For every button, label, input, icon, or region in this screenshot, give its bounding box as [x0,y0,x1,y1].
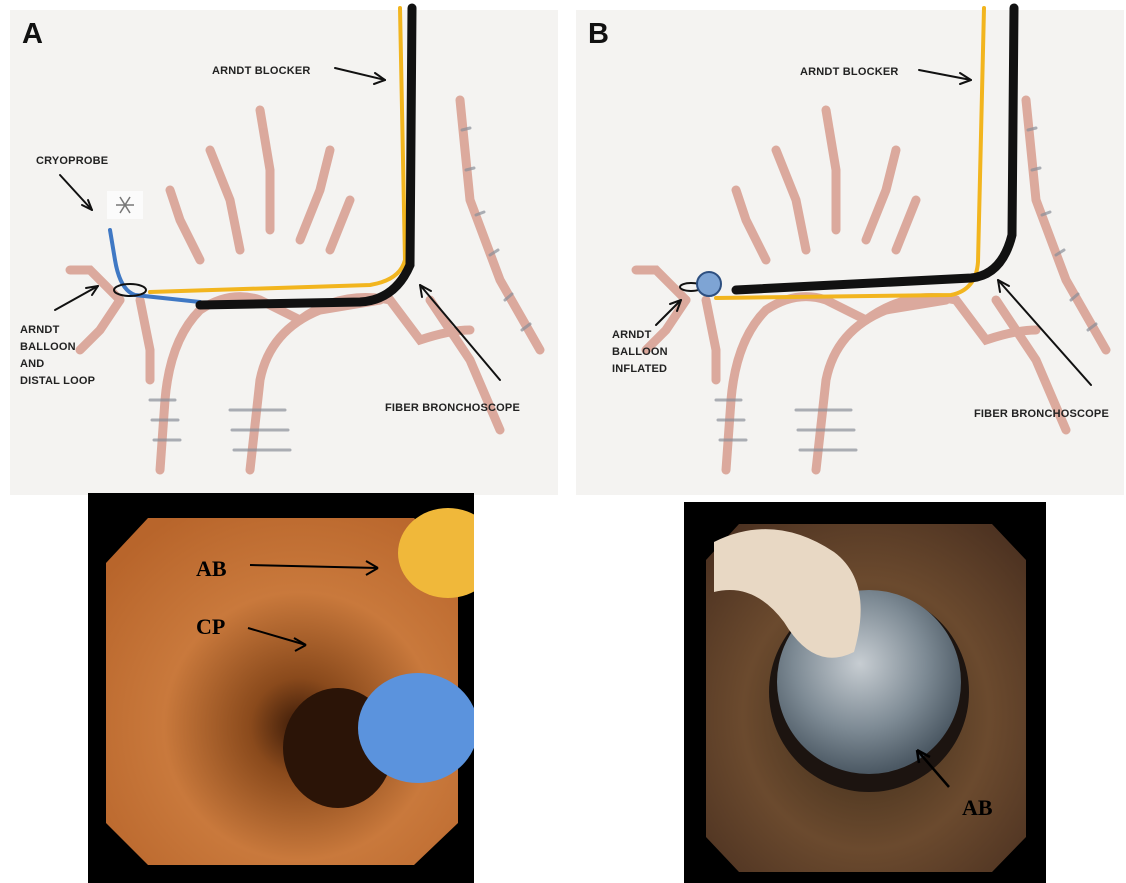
balloon-label-line1: ARNDT [20,322,60,339]
arndt-blocker-line [150,8,405,292]
balloon-label-line1: ARNDT [612,327,652,344]
cryoprobe-label: CRYOPROBE [36,153,108,170]
balloon-label-line3: AND [20,356,44,373]
cryoprobe-tip [358,673,474,783]
panel-a: A ARNDT BLOCKER CRYOPROBE ARNDT BALLOON … [0,0,560,883]
endoscopic-image-b [684,502,1046,883]
balloon-label-line3: INFLATED [612,361,667,378]
fiber-bronchoscope-line [200,8,412,305]
balloon-label-line2: BALLOON [20,339,76,356]
endoscopic-image-a [88,493,474,883]
fiber-bronchoscope-label: FIBER BRONCHOSCOPE [385,400,520,417]
balloon-label-line4: DISTAL LOOP [20,373,95,390]
fiber-bronchoscope-label: FIBER BRONCHOSCOPE [974,406,1109,423]
panel-letter: B [588,18,609,51]
snowflake-icon [107,191,143,219]
balloon-label-line2: BALLOON [612,344,668,361]
ab-label: AB [962,795,993,821]
inflated-balloon [697,272,721,296]
cp-label: CP [196,614,225,640]
panel-b: B ARNDT BLOCKER ARNDT BALLOON INFLATED F… [566,0,1126,883]
arndt-blocker-line [716,8,984,298]
ab-label: AB [196,556,227,582]
arndt-blocker-label: ARNDT BLOCKER [212,63,311,80]
panel-letter: A [22,18,43,51]
arndt-blocker-label: ARNDT BLOCKER [800,64,899,81]
